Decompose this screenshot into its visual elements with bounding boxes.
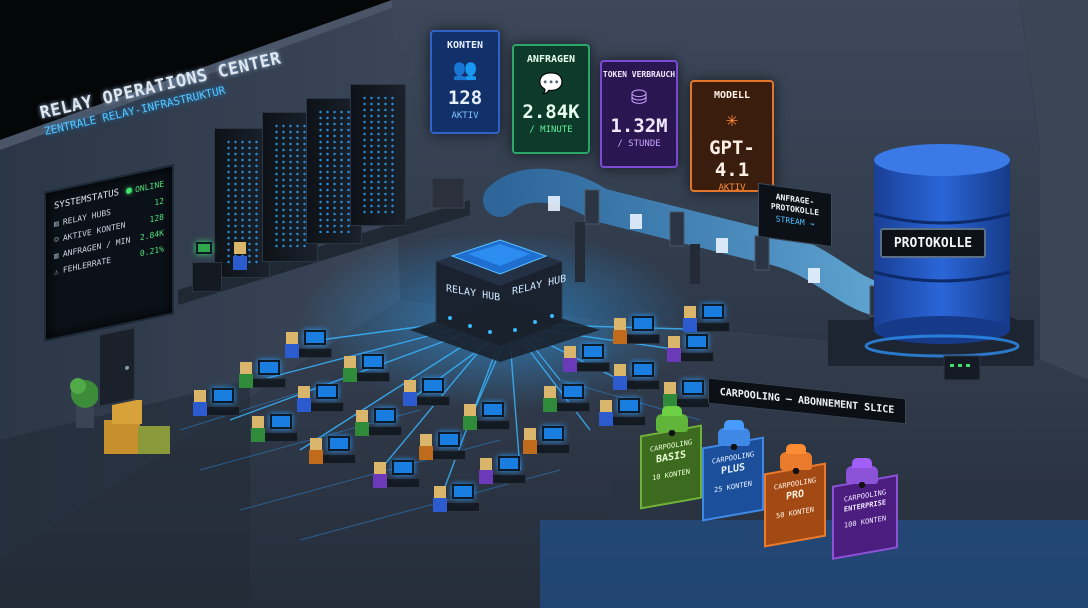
stat-panel-token-usage: TOKEN VERBRAUCH ⛁ 1.32M / STUNDE (600, 60, 678, 168)
stat-panel-accounts: KONTEN 👥 128 AKTIV (430, 30, 500, 134)
plan-count: 25 KONTEN (714, 479, 752, 495)
status-row-label: FEHLERRATE (62, 255, 111, 275)
warning-icon: ⚠ (54, 266, 59, 277)
car-icon-green (656, 414, 688, 436)
stat-value: 2.84K (522, 101, 580, 123)
car-icon-purple (846, 466, 878, 488)
chart-icon: ▥ (54, 250, 59, 261)
online-dot-icon (126, 187, 133, 195)
database-icon: ⛁ (630, 85, 648, 109)
system-status-panel: SYSTEMSTATUS ONLINE ▤RELAY HUBS 12 ☺AKTI… (44, 164, 174, 342)
plan-basis: CARPOOLING BASIS 10 KONTEN (640, 424, 702, 510)
server-rack (350, 84, 406, 226)
stat-sub: AKTIV (718, 183, 746, 193)
stat-label: TOKEN VERBRAUCH (602, 70, 676, 79)
stat-label: ANFRAGEN (526, 54, 576, 65)
car-icon-blue (718, 428, 750, 450)
users-icon: 👥 (452, 57, 478, 81)
status-row-value: 12 (154, 196, 164, 208)
stat-sub: AKTIV (451, 111, 479, 121)
stat-panel-requests: ANFRAGEN 💬 2.84K / MINUTE (512, 44, 590, 154)
network-icon: ✳ (725, 107, 739, 131)
server-icon: ▤ (54, 218, 59, 229)
server-rack (214, 128, 270, 278)
plan-count: 10 KONTEN (652, 467, 690, 483)
stat-sub: / MINUTE (529, 125, 573, 135)
status-row-value: 128 (149, 212, 164, 225)
status-online-badge: ONLINE (126, 179, 164, 196)
database-label: PROTOKOLLE (880, 228, 986, 258)
car-icon-orange (780, 452, 812, 474)
room-door (98, 325, 136, 409)
stat-value: 1.32M (610, 115, 668, 137)
stat-value: GPT-4.1 (709, 137, 755, 181)
plan-pro: CARPOOLING PRO 50 KONTEN (764, 462, 826, 548)
stat-value: 128 (447, 87, 483, 109)
stat-sub: / STUNDE (617, 139, 661, 149)
stat-panel-model: MODELL ✳ GPT-4.1 AKTIV (690, 80, 774, 193)
status-row-value: 0.21% (139, 244, 164, 259)
user-icon: ☺ (54, 234, 59, 245)
chat-icon: 💬 (538, 71, 564, 95)
status-row-value: 2.84K (139, 228, 164, 243)
plan-count: 50 KONTEN (776, 505, 814, 521)
status-state: ONLINE (135, 178, 164, 194)
request-log-stream-sign: ANFRAGE- PROTOKOLLE STREAM → (758, 182, 832, 248)
stat-label: MODELL (713, 90, 751, 101)
stat-label: KONTEN (446, 40, 484, 51)
plan-count: 100 KONTEN (843, 514, 887, 530)
